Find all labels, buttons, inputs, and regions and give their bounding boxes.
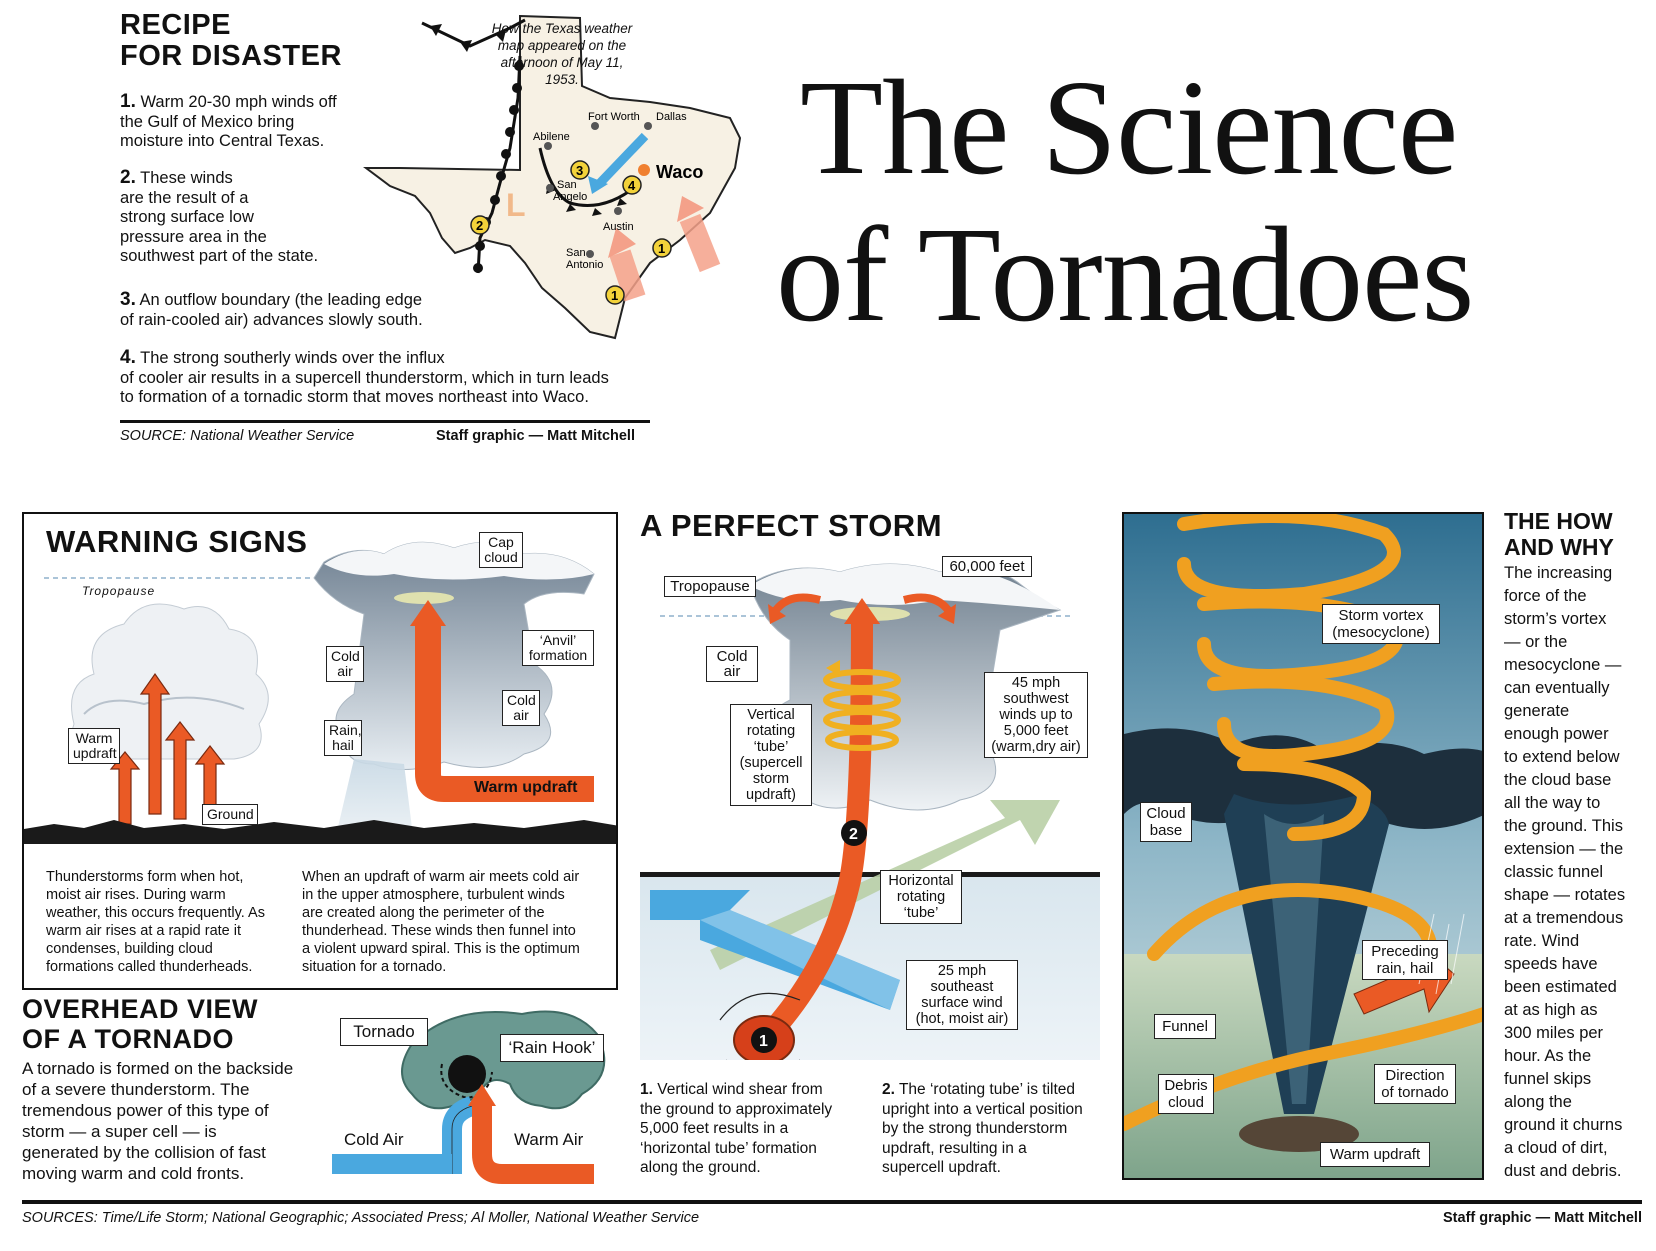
city-austin: Austin — [603, 221, 634, 233]
recipe-credit: Staff graphic — Matt Mitchell — [436, 428, 635, 444]
footer-rule — [22, 1200, 1642, 1204]
how-why-heading-1: THE HOW — [1504, 508, 1613, 534]
vortex-warm-updraft-callout: Warm updraft — [1320, 1142, 1430, 1167]
cold-air-label: Cold Air — [344, 1130, 404, 1149]
city-fort-worth: Fort Worth — [588, 111, 640, 123]
title-line-1: The Science — [800, 53, 1458, 203]
title-line-2: of Tornadoes — [776, 199, 1474, 350]
tropopause-label-1: Tropopause — [82, 584, 156, 598]
city-abilene: Abilene — [533, 131, 570, 143]
perfect-storm-heading: A PERFECT STORM — [640, 508, 943, 543]
warning-text-left: Thunderstorms form when hot,moist air ri… — [46, 869, 265, 975]
recipe-step-4: 4. The strong southerly winds over the i… — [120, 347, 609, 406]
warning-text-right: When an updraft of warm air meets cold a… — [302, 869, 580, 975]
warm-air-label: Warm Air — [514, 1130, 584, 1149]
overhead-section: OVERHEAD VIEW OF A TORNADO A tornado is … — [22, 994, 622, 1194]
perfect-storm-section: 1 2 A PERFECT STORM Tropopause 60,000 fe… — [640, 500, 1100, 1190]
recipe-heading-1: RECIPE — [120, 9, 231, 41]
recipe-heading-2: FOR DISASTER — [120, 40, 342, 72]
overhead-heading-2: OF A TORNADO — [22, 1024, 234, 1054]
overhead-heading-1: OVERHEAD VIEW — [22, 994, 259, 1024]
city-san-antonio-2: Antonio — [566, 259, 603, 271]
rain-hail-callout: Rain,hail — [324, 720, 362, 756]
tropopause-callout-2: Tropopause — [664, 576, 756, 597]
svg-text:2: 2 — [476, 218, 483, 233]
perfect-storm-illustration: 1 2 — [640, 563, 1100, 1060]
overhead-heading: OVERHEAD VIEW OF A TORNADO — [22, 994, 258, 1054]
map-marker-4: 4 — [622, 175, 642, 195]
svg-text:3: 3 — [576, 163, 583, 178]
tornado-callout: Tornado — [340, 1018, 428, 1046]
rain-hook-callout: ‘Rain Hook’ — [500, 1034, 604, 1062]
feet-callout: 60,000 feet — [942, 556, 1032, 577]
svg-text:1: 1 — [759, 1033, 768, 1050]
city-san-angelo-2: Angelo — [553, 191, 587, 203]
svg-text:2: 2 — [849, 826, 858, 843]
storm-vortex-callout: Storm vortex(mesocyclone) — [1322, 604, 1440, 644]
footer-credit: Staff graphic — Matt Mitchell — [1443, 1210, 1642, 1226]
city-san-angelo-1: San — [557, 179, 577, 191]
perfect-marker-2: 2 — [841, 820, 867, 846]
recipe-heading: RECIPE FOR DISASTER — [120, 10, 342, 72]
city-dallas: Dallas — [656, 111, 687, 123]
funnel-callout: Funnel — [1154, 1014, 1216, 1039]
warm-updraft-label: Warm updraft — [474, 779, 578, 796]
ground-callout: Ground — [202, 804, 258, 825]
recipe-step-3: 3. An outflow boundary (the leading edge… — [120, 289, 423, 329]
anvil-callout: ‘Anvil’formation — [522, 630, 594, 666]
map-marker-1b: 1 — [605, 285, 625, 305]
city-waco: Waco — [656, 162, 703, 182]
texas-map: L Fort Worth Dallas Abilene Waco SanAnge… — [363, 14, 742, 340]
how-why-heading-2: AND WHY — [1504, 534, 1614, 560]
warning-signs-heading: WARNING SIGNS — [46, 524, 308, 559]
how-why-heading: THE HOW AND WHY — [1504, 508, 1654, 560]
low-pressure-label: L — [506, 187, 526, 223]
cold-front-triangles — [430, 24, 506, 52]
map-marker-1a: 1 — [652, 238, 672, 258]
svg-text:1: 1 — [611, 288, 618, 303]
main-title: The Science of Tornadoes — [776, 53, 1620, 349]
recipe-source: SOURCE: National Weather Service — [120, 428, 355, 444]
recipe-rule — [120, 420, 650, 423]
footer-sources: SOURCES: Time/Life Storm; National Geogr… — [22, 1210, 700, 1226]
map-marker-2: 2 — [470, 215, 490, 235]
perfect-marker-1: 1 — [751, 1027, 777, 1053]
map-marker-3: 3 — [570, 160, 590, 180]
city-san-antonio-1: San — [566, 247, 586, 259]
svg-text:1: 1 — [658, 241, 665, 256]
svg-text:4: 4 — [628, 178, 636, 193]
